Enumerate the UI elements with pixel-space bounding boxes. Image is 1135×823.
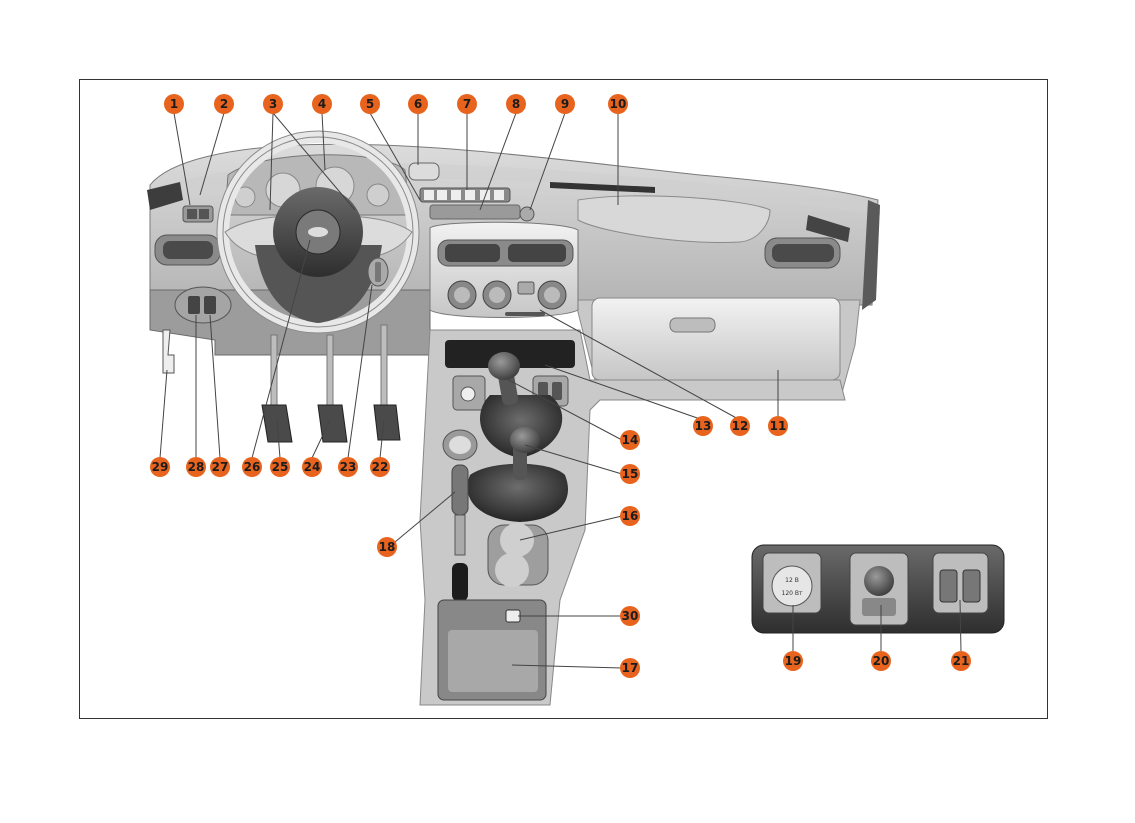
callout-24-label: 24 <box>304 460 321 474</box>
callout-21: 21 <box>951 651 971 671</box>
callout-27-label: 27 <box>212 460 229 474</box>
callout-3-label: 3 <box>269 97 277 111</box>
callout-1: 1 <box>164 94 184 114</box>
socket-label-bottom: 120 Bт <box>782 590 803 597</box>
callout-6: 6 <box>408 94 428 114</box>
inset-switch-panel: 12 B 120 Bт <box>752 545 1004 633</box>
callout-11: 11 <box>768 416 788 436</box>
callout-22-label: 22 <box>372 460 389 474</box>
headlight-switch-module <box>175 287 231 323</box>
callout-20-label: 20 <box>873 654 890 668</box>
callout-11-label: 11 <box>770 419 787 433</box>
armrest-box <box>438 600 546 700</box>
ignition-switch <box>368 258 388 286</box>
callout-9-label: 9 <box>561 97 569 111</box>
cup-holders <box>488 523 548 587</box>
callout-5: 5 <box>360 94 380 114</box>
callout-10: 10 <box>608 94 628 114</box>
callout-3: 3 <box>263 94 283 114</box>
callout-17: 17 <box>620 658 640 678</box>
callout-4-label: 4 <box>318 97 326 111</box>
callout-30-label: 30 <box>622 609 639 623</box>
callout-30: 30 <box>620 606 640 626</box>
callout-14: 14 <box>620 430 640 450</box>
glovebox <box>592 298 840 380</box>
callout-23-label: 23 <box>340 460 357 474</box>
callout-16-label: 16 <box>622 509 639 523</box>
callout-26: 26 <box>242 457 262 477</box>
callout-14-label: 14 <box>622 433 639 447</box>
callout-5-label: 5 <box>366 97 374 111</box>
callout-13-label: 13 <box>695 419 712 433</box>
callout-28: 28 <box>186 457 206 477</box>
callout-19-label: 19 <box>785 654 802 668</box>
callout-25: 25 <box>270 457 290 477</box>
callout-22: 22 <box>370 457 390 477</box>
callout-21-label: 21 <box>953 654 970 668</box>
hood-release-handle <box>163 330 174 373</box>
callout-18: 18 <box>377 537 397 557</box>
callout-8: 8 <box>506 94 526 114</box>
callout-9: 9 <box>555 94 575 114</box>
callout-2-label: 2 <box>220 97 228 111</box>
center-console <box>430 222 578 317</box>
right-air-vent <box>765 238 840 268</box>
callout-20: 20 <box>871 651 891 671</box>
callout-28-label: 28 <box>188 460 205 474</box>
callout-23: 23 <box>338 457 358 477</box>
callout-7: 7 <box>457 94 477 114</box>
left-switch-block <box>183 206 213 222</box>
callout-10-label: 10 <box>610 97 627 111</box>
callout-25-label: 25 <box>272 460 289 474</box>
callout-29: 29 <box>150 457 170 477</box>
callout-18-label: 18 <box>379 540 396 554</box>
callout-16: 16 <box>620 506 640 526</box>
callout-4: 4 <box>312 94 332 114</box>
socket-label-top: 12 B <box>785 577 799 584</box>
callout-26-label: 26 <box>244 460 261 474</box>
callout-12: 12 <box>730 416 750 436</box>
callout-7-label: 7 <box>463 97 471 111</box>
callout-15: 15 <box>620 464 640 484</box>
callout-24: 24 <box>302 457 322 477</box>
callout-6-label: 6 <box>414 97 422 111</box>
callout-12-label: 12 <box>732 419 749 433</box>
callout-2: 2 <box>214 94 234 114</box>
callout-13: 13 <box>693 416 713 436</box>
callout-15-label: 15 <box>622 467 639 481</box>
callout-8-label: 8 <box>512 97 520 111</box>
callout-1-label: 1 <box>170 97 178 111</box>
callout-17-label: 17 <box>622 661 639 675</box>
left-air-vent <box>155 235 220 265</box>
callout-29-label: 29 <box>152 460 169 474</box>
callout-27: 27 <box>210 457 230 477</box>
callout-19: 19 <box>783 651 803 671</box>
